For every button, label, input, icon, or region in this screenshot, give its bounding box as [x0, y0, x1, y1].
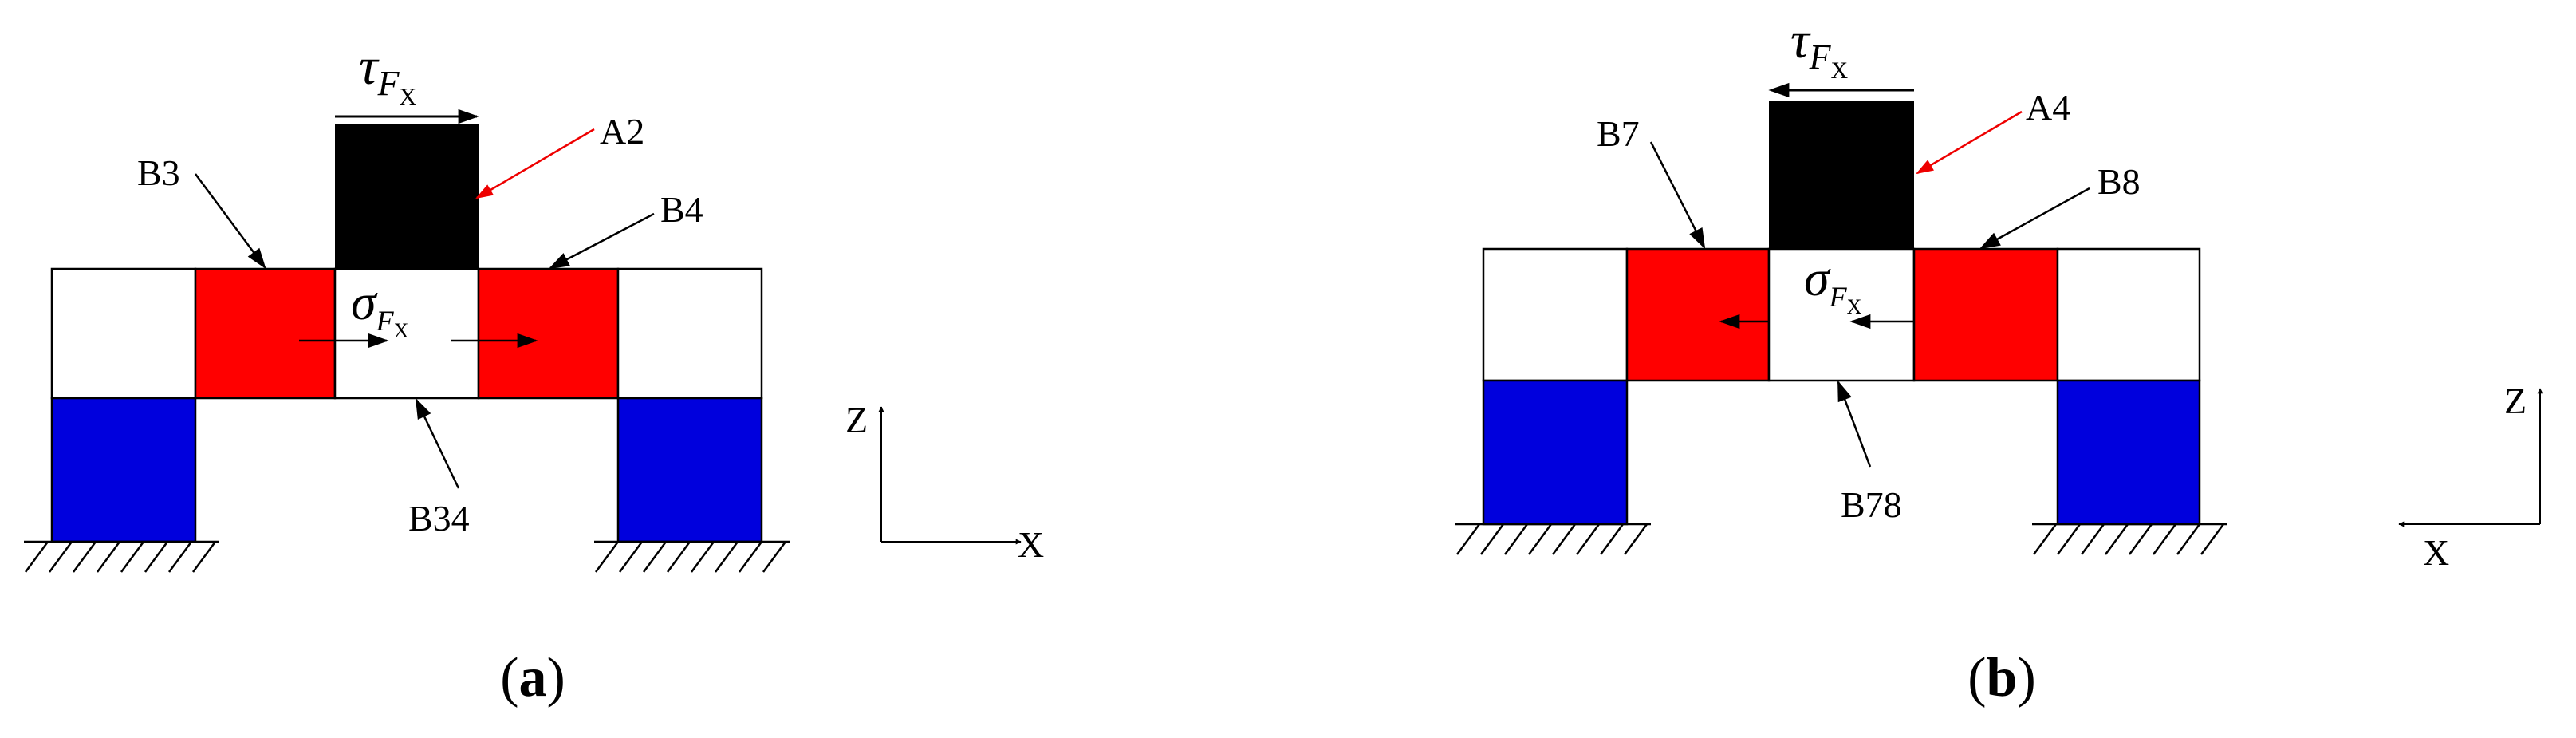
leg-a-left [50, 397, 197, 543]
shear-symbol-a: τFX [359, 37, 417, 110]
block-b3 [194, 267, 337, 400]
leader-b4 [548, 212, 655, 270]
label-b7: B7 [1597, 113, 1640, 154]
label-b78: B78 [1841, 484, 1902, 525]
block-a-upper-right-white [616, 267, 763, 400]
block-b8 [1912, 247, 2059, 382]
leader-b3 [194, 173, 266, 270]
ground-b-right [2032, 523, 2227, 555]
label-b34: B34 [408, 498, 470, 539]
axis-a-z-label: Z [845, 400, 868, 440]
leader-a4 [1916, 110, 2023, 175]
leader-b34 [415, 397, 460, 489]
caption-b: (b) [1967, 647, 2036, 708]
leg-a-right [616, 397, 763, 543]
shear-symbol-b: τFX [1790, 11, 1849, 84]
caption-a: (a) [500, 647, 565, 708]
ground-b-left [1455, 523, 1651, 555]
block-a-upper-left-white [50, 267, 197, 400]
leg-b-left [1482, 379, 1629, 526]
block-b7 [1625, 247, 1771, 382]
block-b4 [477, 267, 620, 400]
panel-a: τFX σFX A2 B3 B4 B34 Z X (a) [24, 37, 1044, 708]
label-b3: B3 [137, 152, 180, 193]
block-b-center-white [1767, 247, 1916, 382]
ground-a-right [594, 540, 790, 573]
axis-b-z-label: Z [2504, 381, 2527, 421]
label-b8: B8 [2097, 161, 2141, 202]
panel-b: τFX σFX A4 B7 B8 B78 Z X (b) [1455, 11, 2543, 708]
leg-b-right [2056, 379, 2201, 526]
block-b-upper-left-white [1482, 247, 1629, 382]
label-b4: B4 [660, 189, 703, 230]
axis-a-x-label: X [1018, 524, 1044, 565]
leader-b7 [1649, 141, 1706, 250]
leader-a2 [475, 128, 595, 199]
ground-a-left [24, 540, 219, 573]
block-a-center-white [333, 267, 480, 400]
label-a4: A4 [2026, 87, 2070, 128]
leader-b8 [1979, 187, 2090, 250]
block-a2 [335, 124, 479, 269]
normal-symbol-b: σFX [1804, 250, 1862, 318]
block-b-upper-right-white [2056, 247, 2201, 382]
normal-symbol-a: σFX [351, 274, 409, 342]
label-a2: A2 [600, 111, 644, 152]
leader-b78 [1837, 380, 1872, 468]
block-a4 [1769, 101, 1914, 249]
axis-b-x-label: X [2423, 532, 2449, 573]
